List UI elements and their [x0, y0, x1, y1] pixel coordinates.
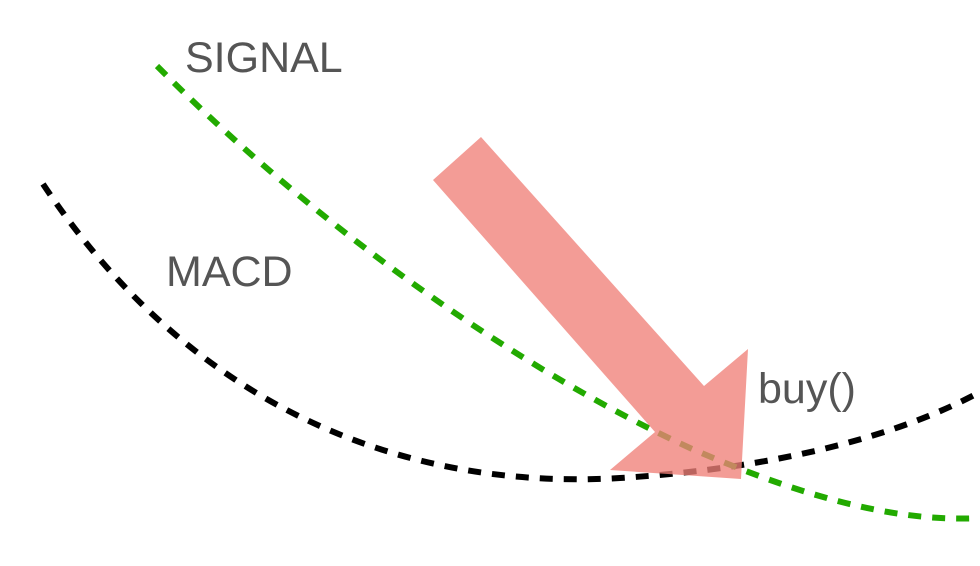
signal-line — [154, 63, 980, 522]
macd-label: MACD — [166, 248, 293, 296]
buy-action-label: buy() — [758, 365, 856, 413]
macd-line — [40, 182, 980, 483]
signal-label: SIGNAL — [185, 34, 343, 82]
crossover-arrow — [433, 137, 748, 479]
